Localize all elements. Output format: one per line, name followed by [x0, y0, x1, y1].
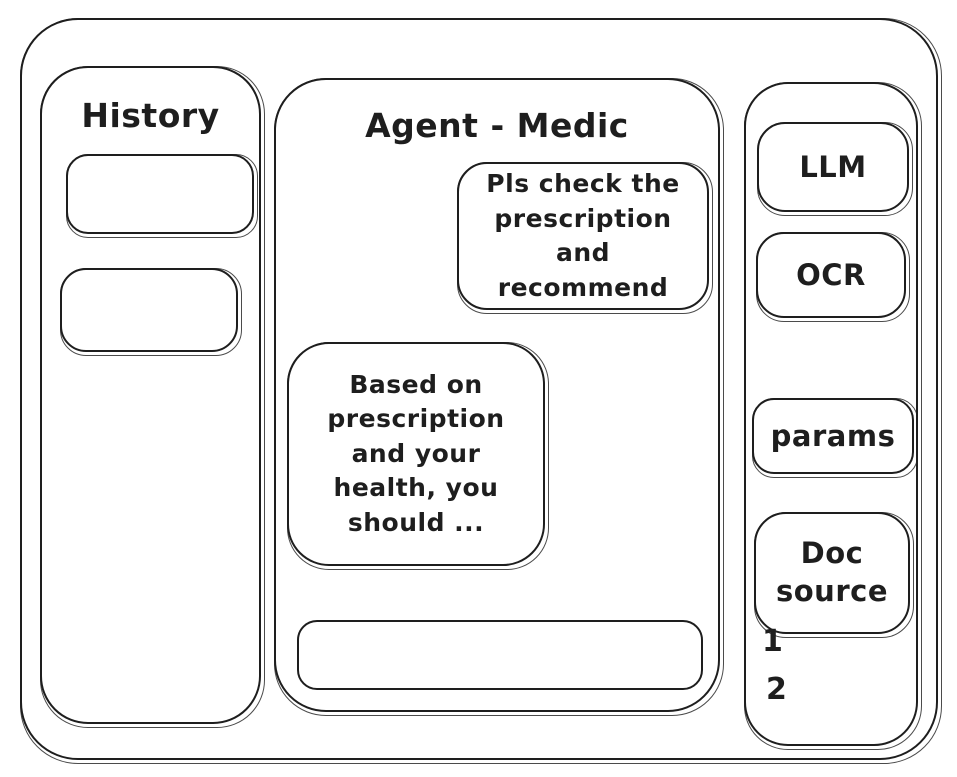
assistant-message-text: Based on prescription and your health, y…: [327, 369, 505, 537]
ocr-button[interactable]: OCR: [756, 232, 906, 318]
history-title: History: [81, 96, 220, 135]
tools-panel: LLM OCR params Doc source 1 2: [744, 82, 918, 746]
doc-list-item[interactable]: 2: [766, 672, 787, 707]
app-frame: History Agent - Medic Pls check the pres…: [20, 18, 938, 760]
doc-list-item[interactable]: 1: [762, 624, 783, 659]
chat-panel: Agent - Medic Pls check the prescription…: [274, 78, 720, 712]
doc-source-button[interactable]: Doc source: [754, 512, 910, 634]
history-item[interactable]: [66, 154, 254, 234]
chat-input[interactable]: [297, 620, 703, 690]
params-button[interactable]: params: [752, 398, 914, 474]
history-panel: History: [40, 66, 261, 724]
user-message-bubble: Pls check the prescription and recommend: [457, 162, 709, 310]
history-item[interactable]: [60, 268, 238, 352]
assistant-message-bubble: Based on prescription and your health, y…: [287, 342, 545, 566]
user-message-text: Pls check the prescription and recommend: [486, 169, 680, 302]
llm-button[interactable]: LLM: [757, 122, 909, 212]
chat-title: Agent - Medic: [365, 106, 629, 145]
